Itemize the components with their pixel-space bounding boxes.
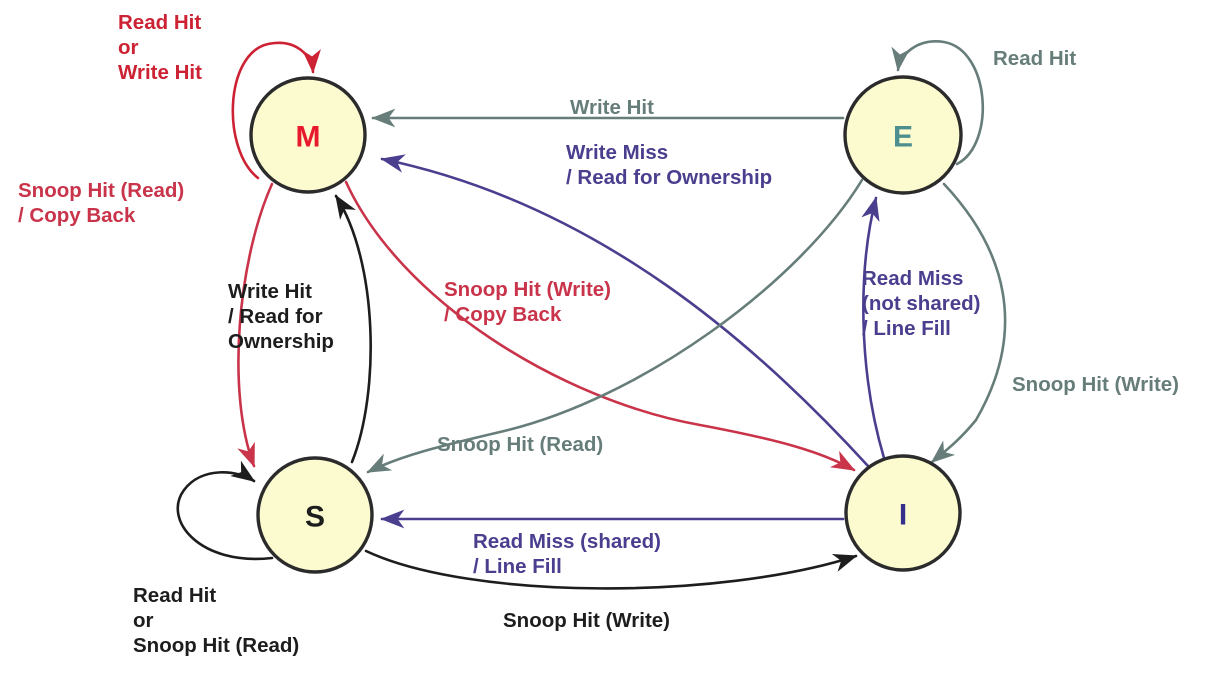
edge-label-m-to-s: Snoop Hit (Read) / Copy Back — [18, 179, 185, 227]
state-node-S[interactable]: S — [256, 456, 374, 574]
edge-s-self — [176, 460, 274, 561]
state-label-M: M — [296, 121, 321, 154]
edge-label-i-to-e: Read Miss (not shared) / Line Fill — [862, 267, 981, 340]
state-label-S: S — [305, 501, 325, 534]
edge-label-s-self: Read Hit or Snoop Hit (Read) — [133, 584, 300, 657]
edge-label-i-to-s: Read Miss (shared) / Line Fill — [473, 530, 661, 578]
edge-e-to-s — [366, 178, 864, 474]
state-label-E: E — [893, 121, 913, 154]
edge-i-to-e — [861, 196, 886, 460]
edge-i-to-m — [380, 154, 870, 468]
edge-label-e-to-m: Write Hit — [570, 96, 654, 119]
edge-s-to-i — [364, 549, 858, 590]
state-node-I[interactable]: I — [844, 454, 962, 572]
edge-e-self — [891, 40, 985, 166]
edge-label-m-self: Read Hit or Write Hit — [118, 11, 202, 84]
edge-label-e-to-i: Snoop Hit (Write) — [1012, 373, 1180, 396]
edge-m-to-s — [237, 182, 274, 468]
state-circle-M — [249, 76, 367, 194]
edge-label-s-to-i: Snoop Hit (Write) — [503, 609, 671, 632]
edge-label-m-to-i: Snoop Hit (Write) / Copy Back — [444, 278, 612, 326]
edge-s-to-m — [334, 194, 372, 464]
state-node-E[interactable]: E — [843, 75, 963, 195]
edge-label-e-self: Read Hit — [993, 47, 1077, 70]
state-node-M[interactable]: M — [249, 76, 367, 194]
state-circle-S — [256, 456, 374, 574]
edge-label-i-to-m: Write Miss / Read for Ownership — [566, 141, 773, 189]
edge-m-to-i — [344, 180, 856, 472]
state-circle-E — [843, 75, 963, 195]
state-label-I: I — [899, 499, 907, 532]
edge-label-e-to-s: Snoop Hit (Read) — [437, 433, 604, 456]
edge-m-self — [231, 41, 321, 180]
edge-label-s-to-m: Write Hit / Read for Ownership — [228, 280, 334, 353]
edge-e-to-i — [930, 182, 1007, 464]
state-circle-I — [844, 454, 962, 572]
